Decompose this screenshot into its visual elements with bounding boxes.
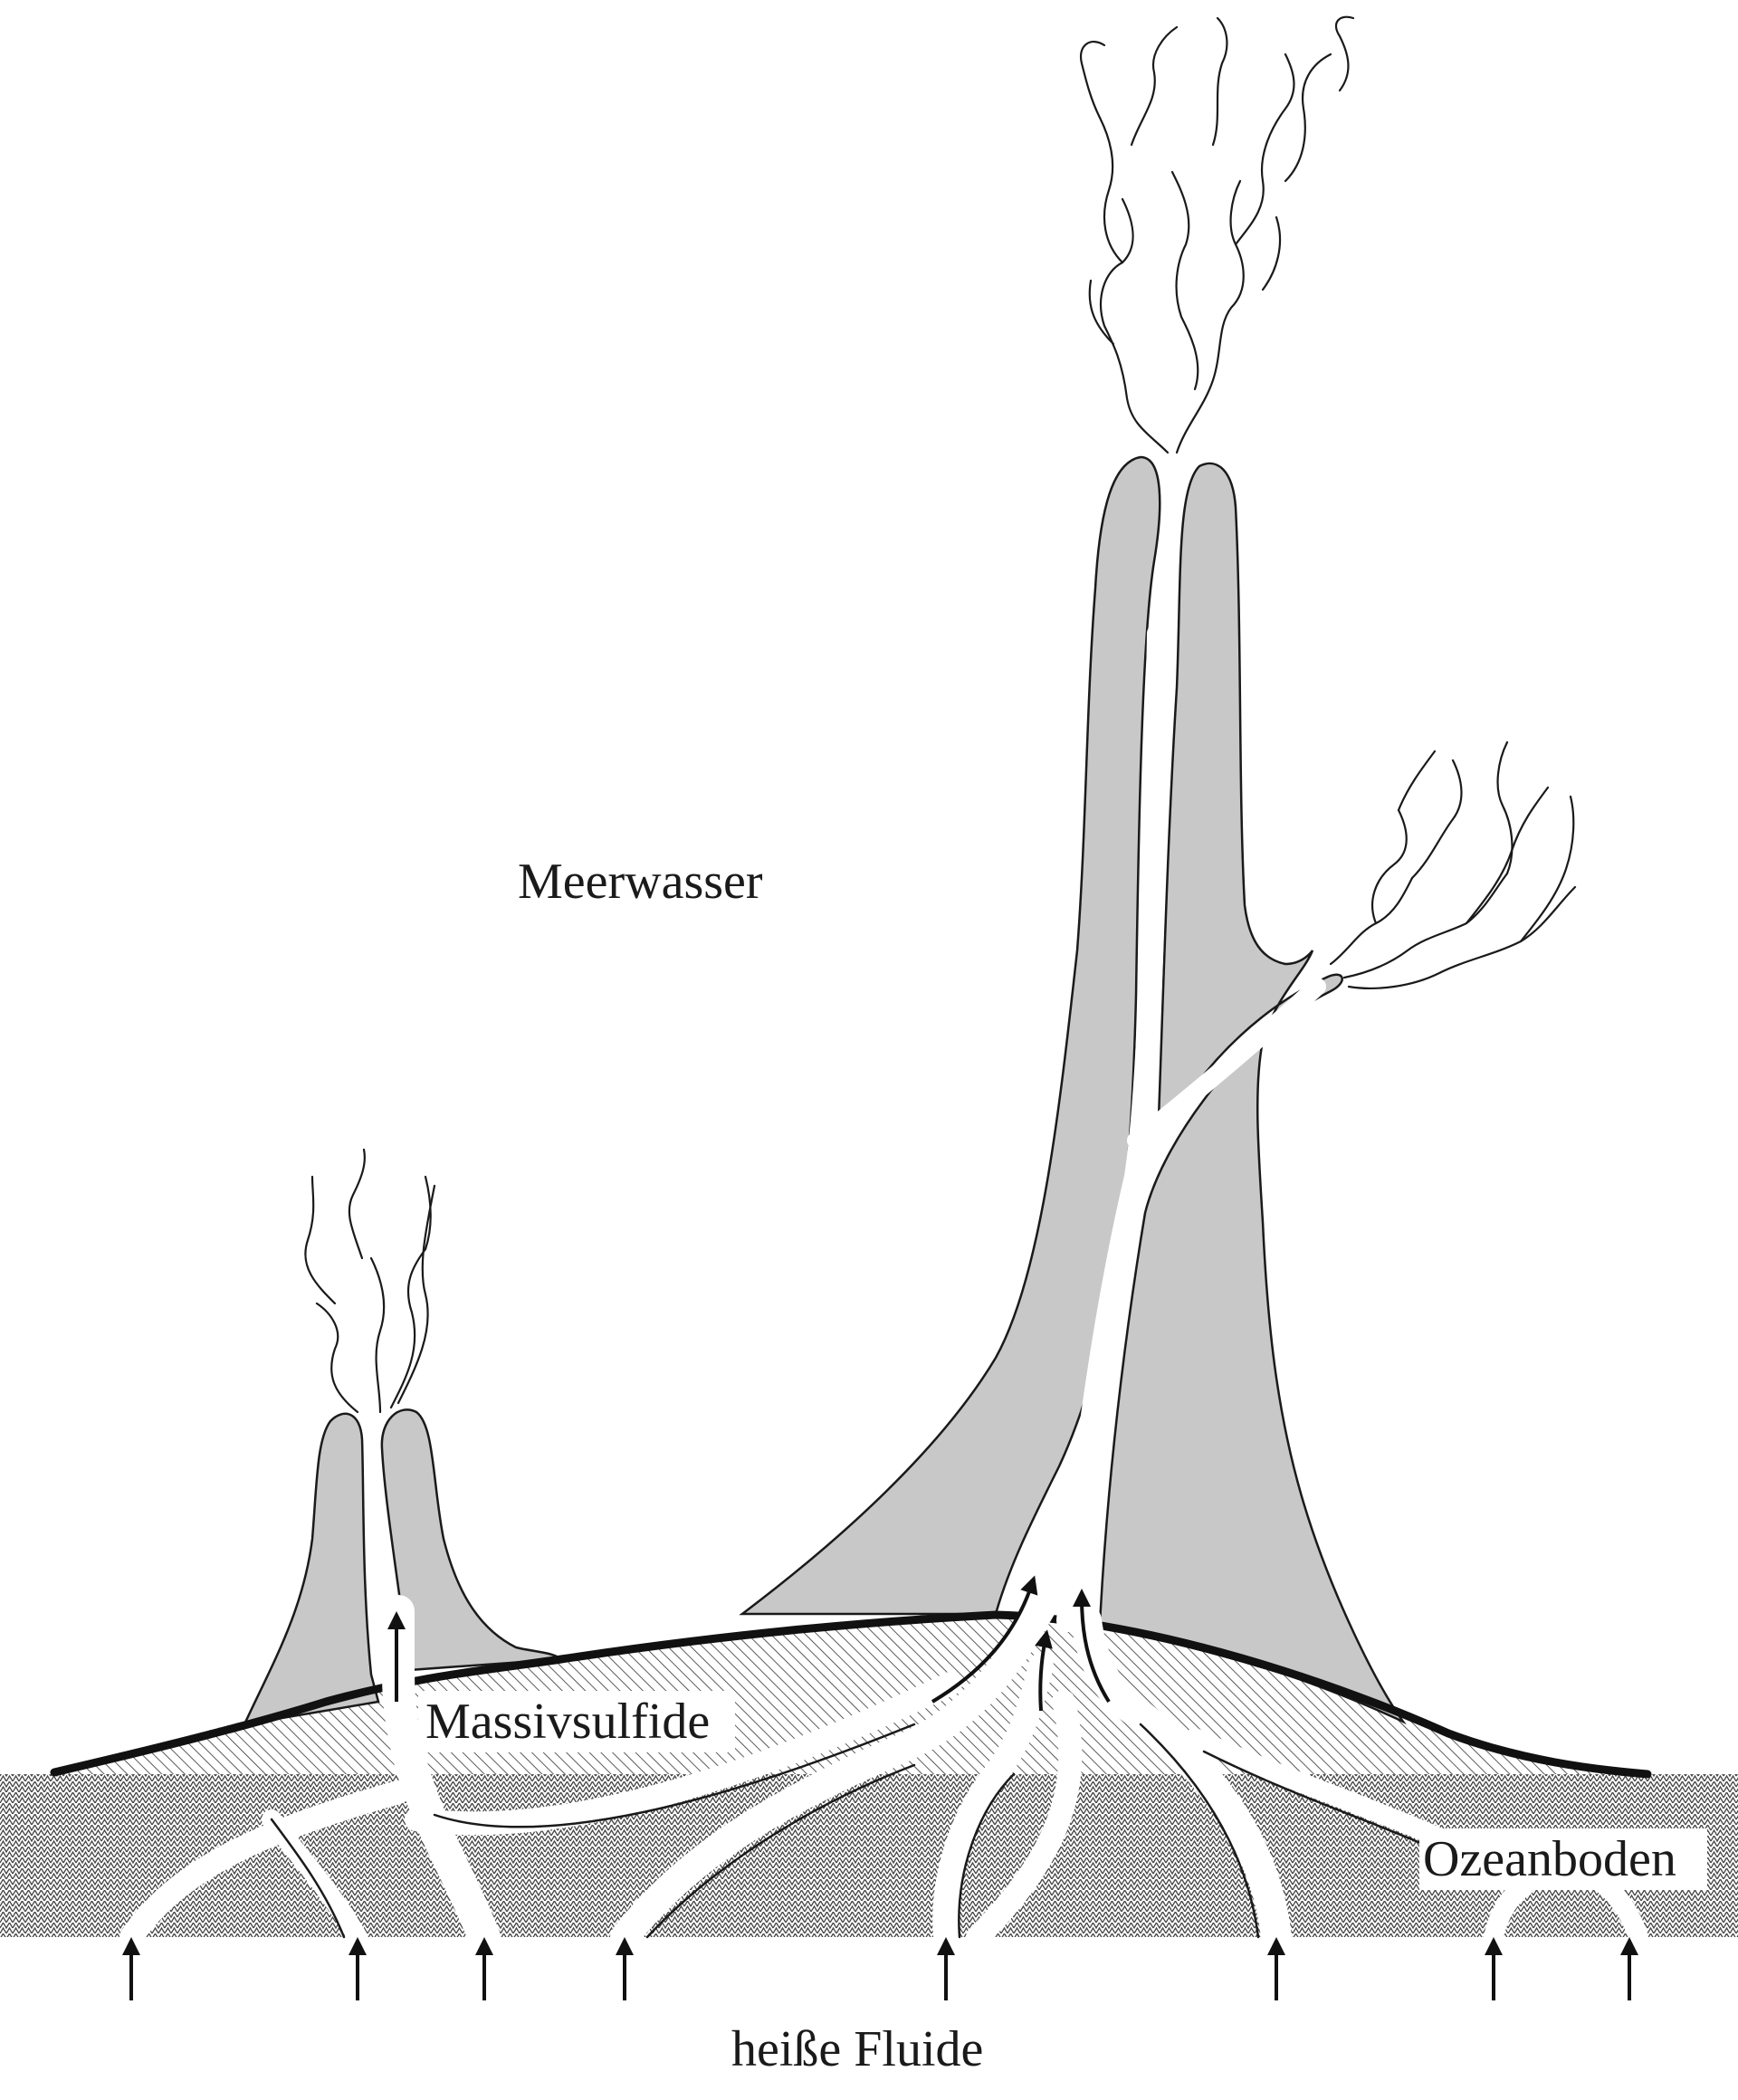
plume-small-5 [305,1177,335,1303]
plume-small-2 [371,1258,384,1412]
plume-large-12 [1336,17,1353,91]
plume-small-4 [398,1186,434,1403]
plume-side-3 [1349,887,1575,988]
plume-large-10 [1263,217,1280,290]
plume-large-8 [1213,18,1227,145]
plume-large-6 [1236,54,1294,244]
plume-side-6 [1466,788,1548,923]
fluids-label: heiße Fluide [731,2021,983,2077]
plume-small-7 [425,1177,431,1249]
seawater-label: Meerwasser [518,854,763,910]
plume-large-1 [1101,199,1168,453]
plume-side-2 [1344,873,1507,978]
plume-side-8 [1399,751,1435,810]
plume-small-1 [317,1303,358,1412]
plume-large-2 [1177,181,1244,453]
plume-large-3 [1100,118,1122,262]
plume-side-1 [1331,878,1412,964]
small-chimney-left [244,1414,378,1724]
plume-large-5 [1172,172,1198,389]
plume-large-7 [1132,27,1177,145]
seafloor-label: Ozeanboden [1423,1831,1676,1887]
sulfides-label: Massivsulfide [425,1694,710,1750]
smoke-plumes [305,17,1575,1412]
fluid-inflow-arrows [131,1946,1629,2000]
plume-side-4 [1372,810,1407,923]
plume-large-4 [1081,42,1104,118]
plume-side-5 [1412,760,1461,878]
plume-small-6 [349,1150,365,1258]
